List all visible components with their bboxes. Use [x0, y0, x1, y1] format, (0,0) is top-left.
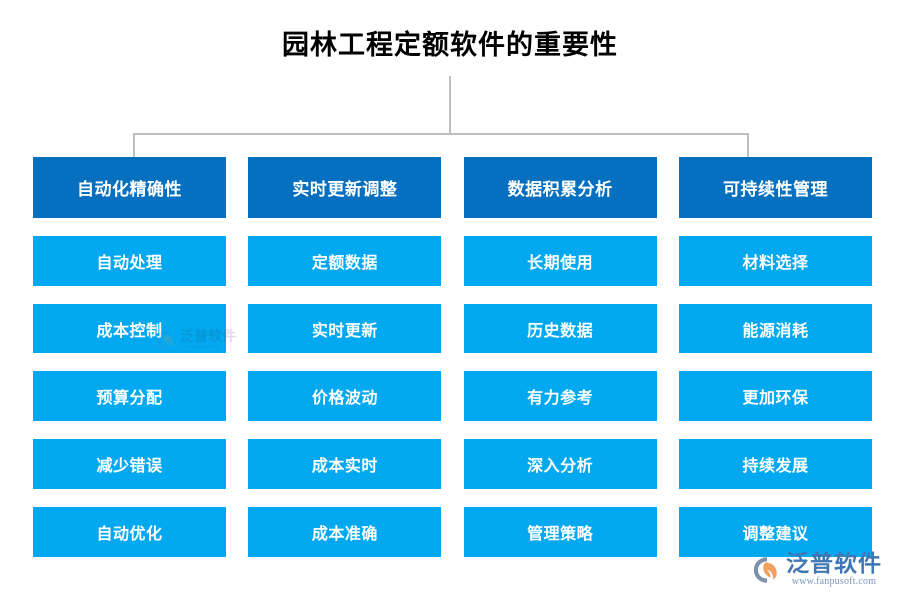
- column-header-3[interactable]: 数据积累分析: [463, 157, 657, 218]
- cell-1-4[interactable]: 减少错误: [33, 439, 226, 490]
- cell-4-2[interactable]: 能源消耗: [678, 303, 872, 354]
- column-sustainability: 可持续性管理 材料选择 能源消耗 更加环保 持续发展 调整建议: [678, 157, 872, 558]
- cell-4-3[interactable]: 更加环保: [678, 371, 872, 422]
- cell-1-5[interactable]: 自动优化: [33, 507, 226, 558]
- cell-3-5[interactable]: 管理策略: [463, 507, 657, 558]
- cell-2-1[interactable]: 定额数据: [248, 235, 442, 286]
- connector-horizontal-bar: [133, 133, 749, 135]
- column-header-2[interactable]: 实时更新调整: [248, 157, 442, 218]
- cell-1-2[interactable]: 成本控制: [33, 303, 226, 354]
- fanpu-logo-icon: [753, 556, 777, 583]
- connector-stem: [449, 76, 451, 134]
- column-realtime-update: 实时更新调整 定额数据 实时更新 价格波动 成本实时 成本准确: [248, 157, 442, 558]
- columns-container: 自动化精确性 自动处理 成本控制 预算分配 减少错误 自动优化 实时更新调整 定…: [33, 157, 872, 558]
- cell-1-1[interactable]: 自动处理: [33, 235, 226, 286]
- cell-4-5[interactable]: 调整建议: [678, 507, 872, 558]
- cell-4-4[interactable]: 持续发展: [678, 439, 872, 490]
- cell-3-2[interactable]: 历史数据: [463, 303, 657, 354]
- connector-drop-right: [747, 133, 749, 158]
- column-header-1[interactable]: 自动化精确性: [33, 157, 226, 218]
- cell-3-1[interactable]: 长期使用: [463, 235, 657, 286]
- column-automation: 自动化精确性 自动处理 成本控制 预算分配 减少错误 自动优化: [33, 157, 226, 558]
- logo-text-group: 泛普软件 www.fanpusoft.com: [786, 551, 882, 588]
- cell-1-3[interactable]: 预算分配: [33, 371, 226, 422]
- column-header-4[interactable]: 可持续性管理: [678, 157, 872, 218]
- logo-name: 泛普软件: [786, 550, 882, 576]
- cell-3-4[interactable]: 深入分析: [463, 439, 657, 490]
- cell-3-3[interactable]: 有力参考: [463, 371, 657, 422]
- logo-url: www.fanpusoft.com: [791, 576, 877, 587]
- cell-2-3[interactable]: 价格波动: [248, 371, 442, 422]
- cell-4-1[interactable]: 材料选择: [678, 235, 872, 286]
- page-title: 园林工程定额软件的重要性: [282, 30, 618, 60]
- cell-2-4[interactable]: 成本实时: [248, 439, 442, 490]
- cell-2-5[interactable]: 成本准确: [248, 507, 442, 558]
- column-data-analysis: 数据积累分析 长期使用 历史数据 有力参考 深入分析 管理策略: [463, 157, 657, 558]
- fanpu-logo: 泛普软件 www.fanpusoft.com: [752, 551, 882, 588]
- cell-2-2[interactable]: 实时更新: [248, 303, 442, 354]
- connector-drop-left: [133, 133, 135, 158]
